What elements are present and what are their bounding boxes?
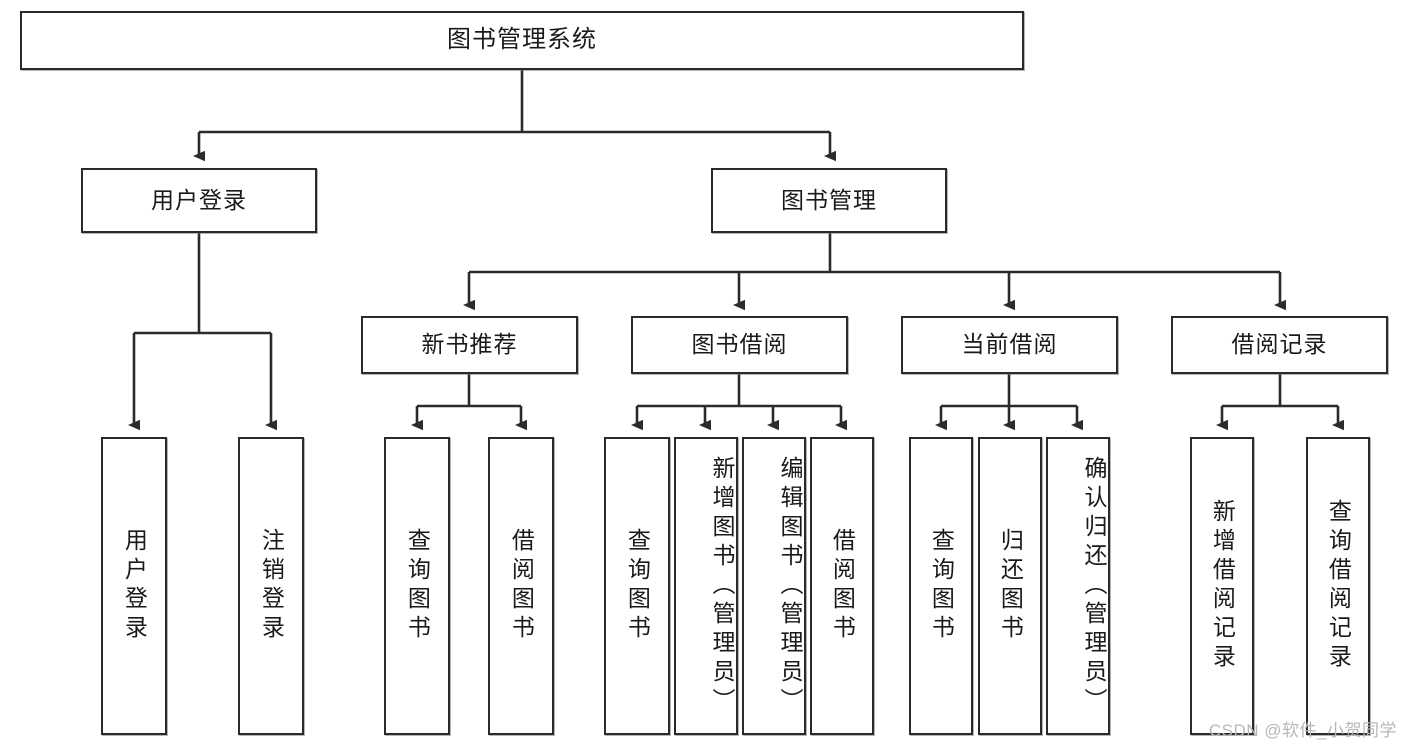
node-leaf-return-book[interactable]: 归还图书: [978, 437, 1042, 735]
node-label: 归还图书: [997, 528, 1024, 644]
node-user-login[interactable]: 用户登录: [81, 168, 317, 233]
node-leaf-borrow-book-2[interactable]: 借阅图书: [810, 437, 874, 735]
node-current-borrow[interactable]: 当前借阅: [901, 316, 1118, 374]
node-leaf-add-book[interactable]: 新增图书（管理员）: [674, 437, 738, 735]
node-label: 确认归还（管理员）: [1081, 455, 1107, 717]
node-book-management[interactable]: 图书管理: [711, 168, 947, 233]
node-book-borrow[interactable]: 图书借阅: [631, 316, 848, 374]
node-label: 用户登录: [121, 528, 148, 644]
node-label: 借阅图书: [508, 528, 535, 644]
node-label: 注销登录: [258, 528, 285, 644]
node-label: 查询图书: [928, 528, 955, 644]
node-leaf-confirm-return[interactable]: 确认归还（管理员）: [1046, 437, 1110, 735]
node-leaf-query-book-3[interactable]: 查询图书: [909, 437, 973, 735]
node-borrow-record[interactable]: 借阅记录: [1171, 316, 1388, 374]
node-label: 图书管理: [781, 186, 877, 213]
node-leaf-logout-login[interactable]: 注销登录: [238, 437, 304, 735]
node-label: 新增借阅记录: [1209, 499, 1236, 673]
node-label: 查询图书: [624, 528, 651, 644]
node-label: 用户登录: [151, 186, 247, 213]
node-new-book-recommend[interactable]: 新书推荐: [361, 316, 578, 374]
node-label: 查询图书: [404, 528, 431, 644]
node-leaf-edit-book[interactable]: 编辑图书（管理员）: [742, 437, 806, 735]
node-leaf-borrow-book-1[interactable]: 借阅图书: [488, 437, 554, 735]
node-leaf-query-book-2[interactable]: 查询图书: [604, 437, 670, 735]
node-label: 图书借阅: [691, 331, 788, 358]
node-book-management-system[interactable]: 图书管理系统: [20, 11, 1024, 70]
node-leaf-user-login[interactable]: 用户登录: [101, 437, 167, 735]
node-label: 借阅记录: [1231, 331, 1328, 358]
node-leaf-add-record[interactable]: 新增借阅记录: [1190, 437, 1254, 735]
node-label: 当前借阅: [961, 331, 1058, 358]
watermark-text: CSDN @软件_小贺同学: [1208, 721, 1397, 740]
node-leaf-query-record[interactable]: 查询借阅记录: [1306, 437, 1370, 735]
node-label: 新书推荐: [421, 331, 518, 358]
node-label: 编辑图书（管理员）: [777, 455, 803, 717]
node-label: 图书管理系统: [447, 26, 597, 54]
node-label: 查询借阅记录: [1325, 499, 1352, 673]
node-label: 新增图书（管理员）: [709, 455, 735, 717]
node-leaf-query-book-1[interactable]: 查询图书: [384, 437, 450, 735]
node-label: 借阅图书: [829, 528, 856, 644]
